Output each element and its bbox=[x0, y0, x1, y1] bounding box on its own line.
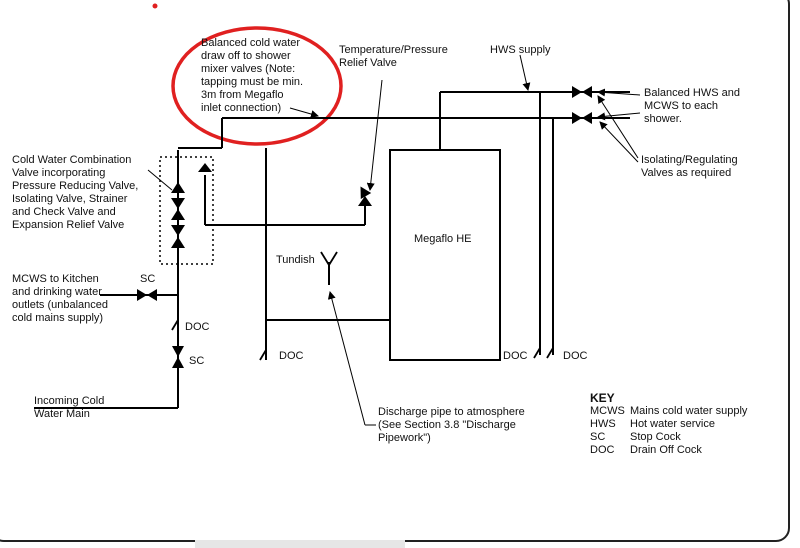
pipework bbox=[34, 91, 630, 409]
hws-supply-label: HWS supply bbox=[490, 44, 551, 56]
callout-leaders bbox=[147, 54, 641, 426]
combination-valve-label: Cold Water Combination Valve incorporati… bbox=[12, 154, 139, 231]
incoming-main-label: Incoming Cold Water Main bbox=[34, 395, 105, 420]
doc-left-label: DOC bbox=[185, 321, 210, 333]
megaflo-cylinder bbox=[389, 149, 501, 361]
drain-cock-icons bbox=[171, 319, 554, 361]
key-title: KEY bbox=[590, 391, 615, 405]
combination-valve-icon bbox=[171, 163, 212, 248]
highlight-ellipse bbox=[171, 26, 343, 146]
isolating-valves-label: Isolating/Regulating Valves as required bbox=[641, 154, 738, 179]
tundish-label: Tundish bbox=[276, 254, 315, 266]
tundish-icon bbox=[320, 251, 338, 266]
doc-right2-label: DOC bbox=[563, 350, 588, 362]
stop-cock-upper-label: SC bbox=[140, 273, 156, 285]
doc-mid-label: DOC bbox=[279, 350, 304, 362]
mcws-kitchen-label: MCWS to Kitchen and drinking water outle… bbox=[12, 273, 109, 324]
discharge-pipe-label: Discharge pipe to atmosphere (See Sectio… bbox=[378, 406, 525, 444]
balanced-hws-label: Balanced HWS and MCWS to each shower. bbox=[644, 87, 740, 125]
megaflo-label: Megaflo HE bbox=[414, 233, 472, 245]
balanced-cold-label: Balanced cold water draw off to shower m… bbox=[201, 37, 304, 114]
bottom-shadow bbox=[195, 540, 405, 548]
stop-cock-icons bbox=[137, 86, 592, 368]
doc-right1-label: DOC bbox=[503, 350, 528, 362]
stop-cock-lower-label: SC bbox=[189, 355, 205, 367]
red-dot bbox=[152, 3, 158, 9]
combination-valve-box bbox=[159, 156, 214, 265]
temp-relief-label: Temperature/Pressure Relief Valve bbox=[339, 44, 448, 69]
